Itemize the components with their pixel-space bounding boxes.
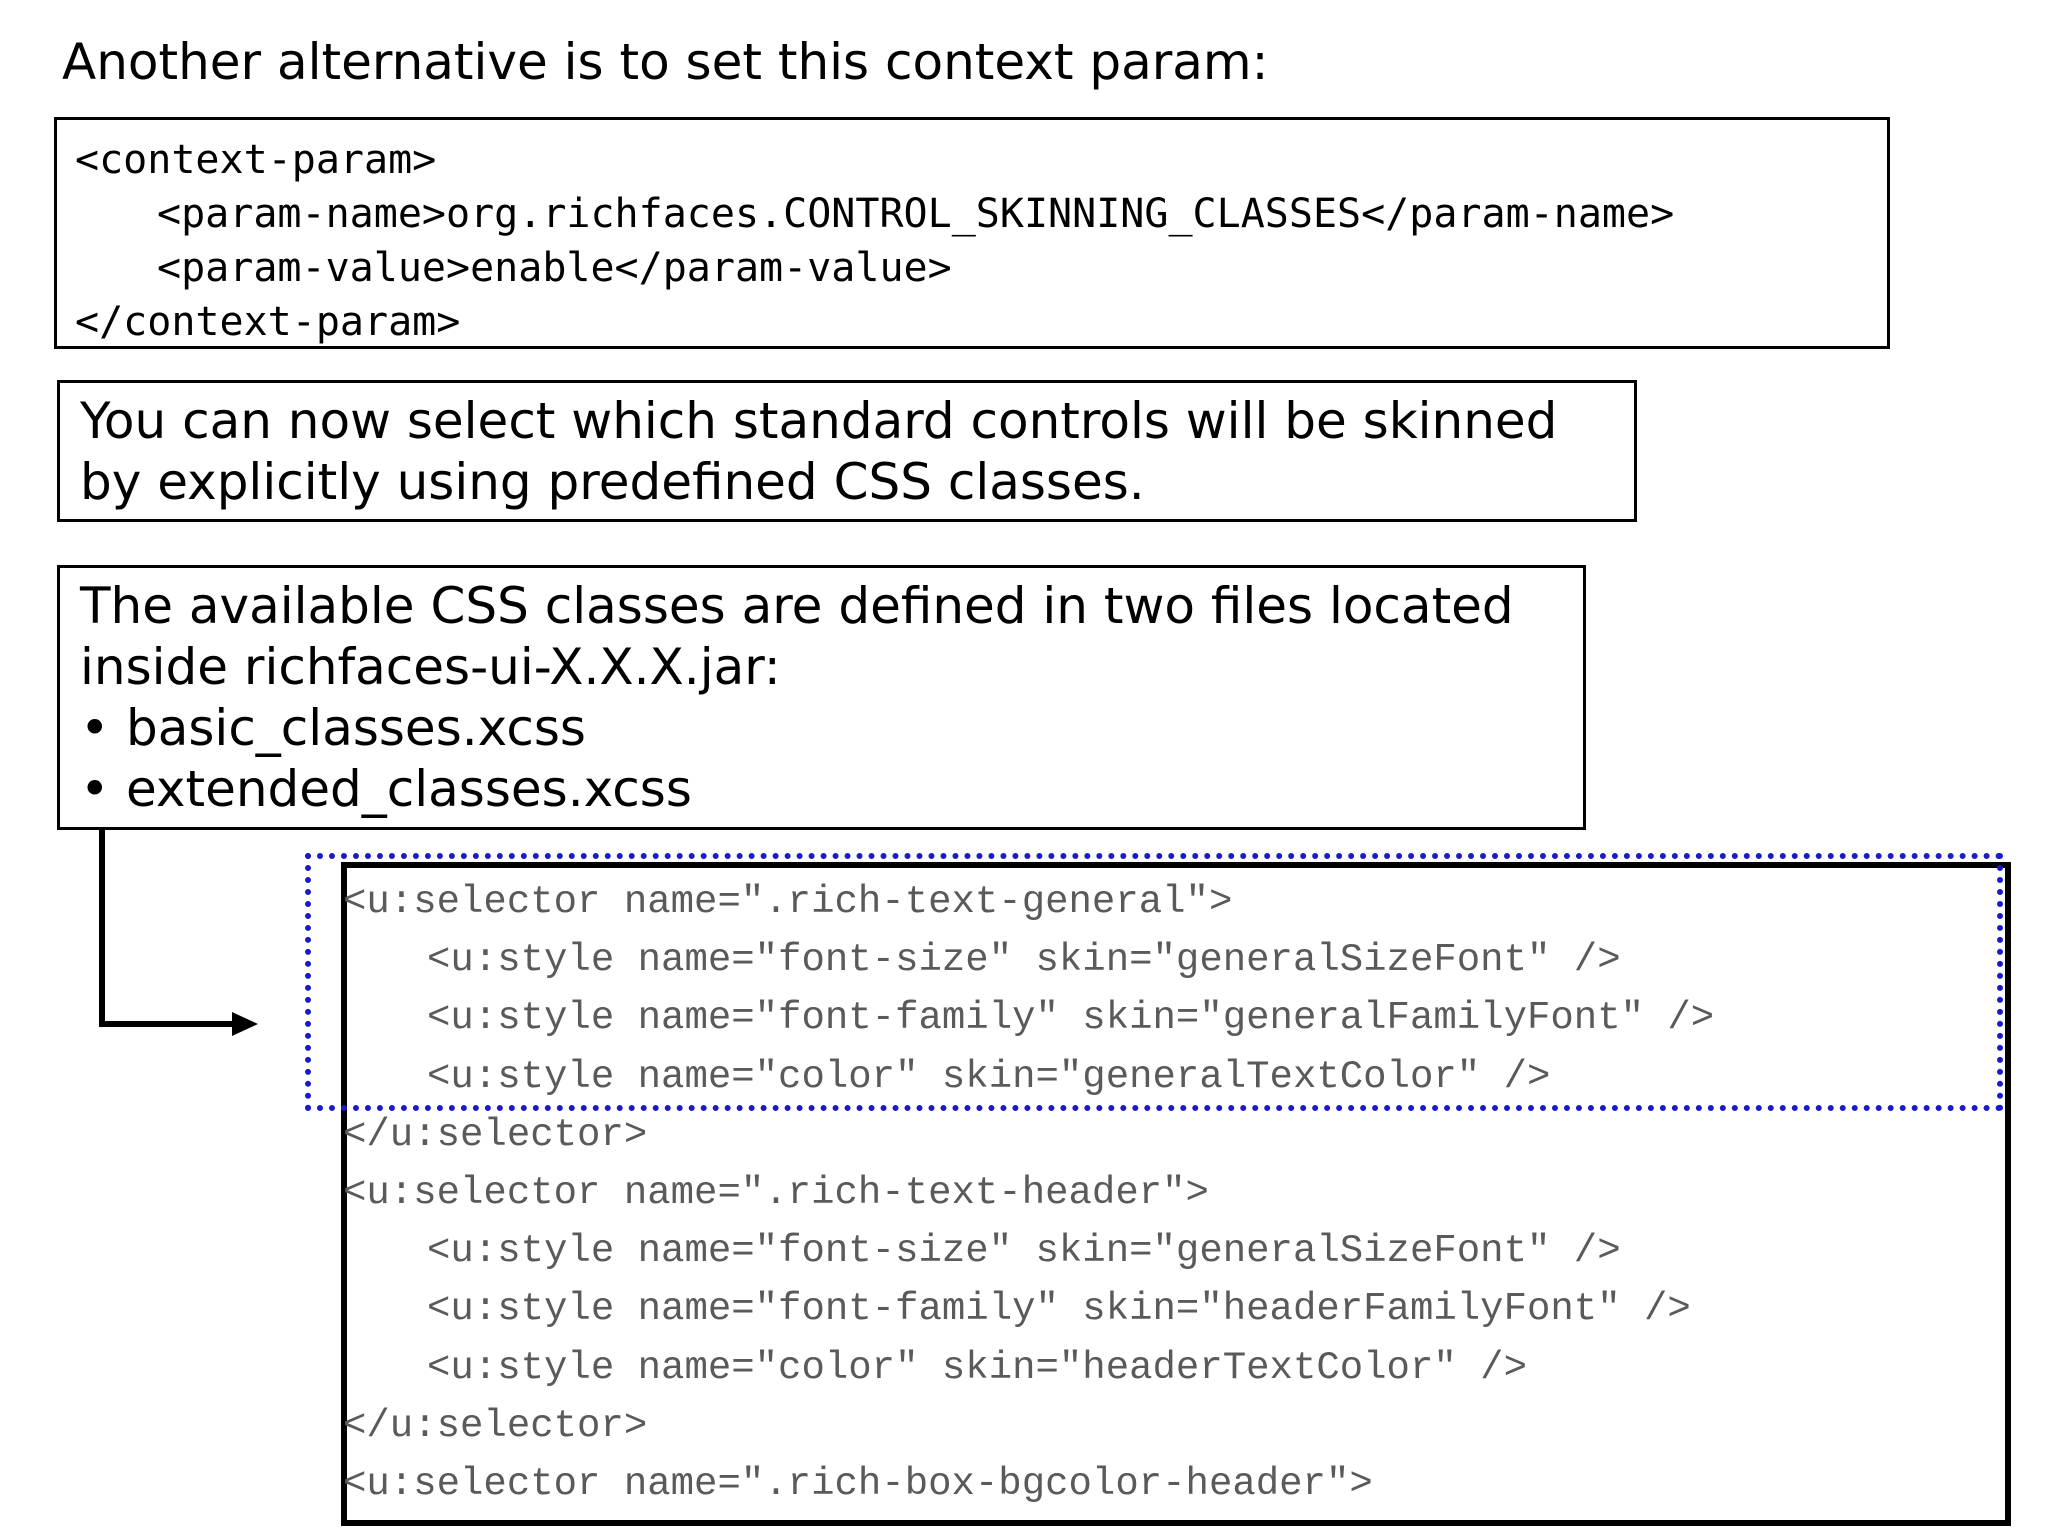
file-name: extended_classes.xcss xyxy=(126,760,692,818)
file-list-item: • extended_classes.xcss xyxy=(80,759,1583,820)
xcss-line: <u:style name="font-family" skin="header… xyxy=(427,1287,1691,1332)
file-name: basic_classes.xcss xyxy=(126,699,586,757)
context-param-code-box: <context-param> <param-name>org.richfaces… xyxy=(54,117,1890,349)
xcss-line: <u:style name="font-size" skin="generalS… xyxy=(427,1229,1621,1274)
highlight-dotted-box xyxy=(305,853,2003,1111)
xcss-line: <u:style name="font-family" skin="genera… xyxy=(427,996,1715,1041)
bullet-icon: • xyxy=(80,760,110,818)
note-line: inside richfaces-ui-X.X.X.jar: xyxy=(80,638,781,696)
xcss-line: <u:selector name=".rich-text-general"> xyxy=(343,880,1233,924)
file-list-item: • basic_classes.xcss xyxy=(80,698,1583,759)
bullet-icon: • xyxy=(80,699,110,757)
xcss-line: <u:style name="color" skin="headerTextCo… xyxy=(427,1345,1527,1390)
xcss-line: <u:selector name=".rich-text-header"> xyxy=(343,1170,1209,1215)
intro-text: Another alternative is to set this conte… xyxy=(62,33,1269,91)
skinning-note-box: You can now select which standard contro… xyxy=(57,380,1637,522)
xcss-line: <u:style name="color" skin="generalTextC… xyxy=(427,1054,1551,1099)
note-line: You can now select which standard contro… xyxy=(80,392,1558,450)
xcss-code: <u:selector name=".rich-text-general"> <u… xyxy=(343,873,1714,1513)
xcss-line: <u:style name="font-size" skin="generalS… xyxy=(427,938,1621,983)
xcss-line: </u:selector> xyxy=(343,1112,648,1157)
css-files-note-box: The available CSS classes are defined in… xyxy=(57,565,1586,830)
note-line: by explicitly using predefined CSS class… xyxy=(80,453,1145,511)
code-line: <param-name>org.richfaces.CONTROL_SKINNI… xyxy=(157,191,1675,237)
xcss-line: <u:selector name=".rich-box-bgcolor-head… xyxy=(343,1461,1373,1506)
note-line: The available CSS classes are defined in… xyxy=(80,577,1514,635)
xcss-code-box xyxy=(341,862,2011,1526)
code-line: </context-param> xyxy=(75,299,461,345)
code-line: <context-param> xyxy=(75,137,437,183)
xcss-line: </u:selector> xyxy=(343,1403,648,1448)
code-line: <param-value>enable</param-value> xyxy=(157,245,952,291)
